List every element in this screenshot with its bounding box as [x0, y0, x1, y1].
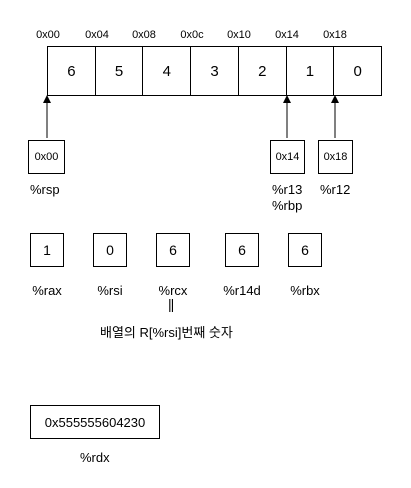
r12-pointer-box: 0x18: [318, 140, 353, 174]
rsp-pointer-box: 0x00: [28, 140, 65, 174]
rcx-value-box: 6: [156, 233, 190, 267]
rcx-label: %rcx: [158, 283, 188, 298]
rdx-value-box: 0x555555604230: [30, 405, 160, 439]
address-label-1: 0x04: [85, 29, 109, 41]
r13-pointer-box: 0x14: [270, 140, 305, 174]
array-cell-0: 6: [48, 47, 96, 95]
rdx-label: %rdx: [80, 450, 110, 465]
address-label-6: 0x18: [323, 29, 347, 41]
rsi-label: %rsi: [97, 283, 123, 298]
array-cell-5: 1: [287, 47, 335, 95]
r13-rbp-label: %r13 %rbp: [272, 182, 303, 213]
array-cell-6: 0: [353, 62, 362, 80]
rax-value-box: 1: [30, 233, 64, 267]
r12-label: %r12: [320, 182, 351, 197]
rsi-value-box: 0: [93, 233, 127, 267]
address-label-3: 0x0c: [180, 29, 204, 41]
r14d-label: %r14d: [223, 283, 261, 298]
address-label-5: 0x14: [275, 29, 299, 41]
rbx-value-box: 6: [288, 233, 322, 267]
address-label-0: 0x00: [36, 29, 60, 41]
r14d-value-box: 6: [225, 233, 259, 267]
array-cell-4: 2: [239, 47, 287, 95]
rax-label: %rax: [32, 283, 62, 298]
rsp-label: %rsp: [30, 182, 60, 197]
array-cell-3: 3: [191, 47, 239, 95]
address-label-2: 0x08: [132, 29, 156, 41]
equality-mark: ||: [168, 296, 174, 312]
rbx-label: %rbx: [290, 283, 320, 298]
address-label-4: 0x10: [227, 29, 251, 41]
rcx-note: 배열의 R[%rsi]번째 숫자: [100, 325, 233, 340]
array-cell-1: 5: [96, 47, 144, 95]
memory-array: 6 5 4 3 2 1 0: [47, 46, 382, 96]
array-cell-2: 4: [143, 47, 192, 95]
